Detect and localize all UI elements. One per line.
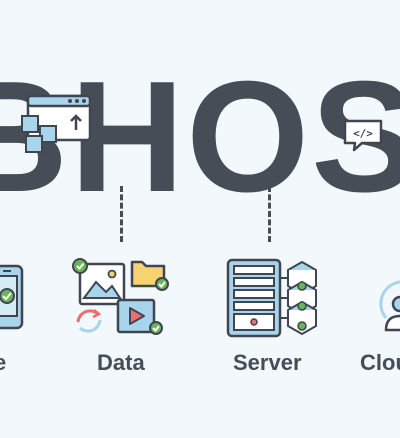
server-rack-icon — [226, 258, 317, 338]
browser-cubes-icon — [21, 94, 92, 153]
code-bubble-icon: </> — [343, 119, 383, 152]
connector-server — [268, 186, 271, 242]
connector-data — [120, 186, 123, 242]
phone-check-icon — [0, 264, 24, 330]
category-label-server: Server — [233, 350, 302, 375]
category-label-cloud: Clou — [360, 350, 400, 375]
category-label-data: Data — [97, 350, 145, 375]
cloud-user-icon — [379, 280, 400, 332]
media-files-icon — [72, 258, 169, 335]
category-label-mobile: e — [0, 350, 7, 375]
code-badge-text: </> — [353, 127, 373, 140]
